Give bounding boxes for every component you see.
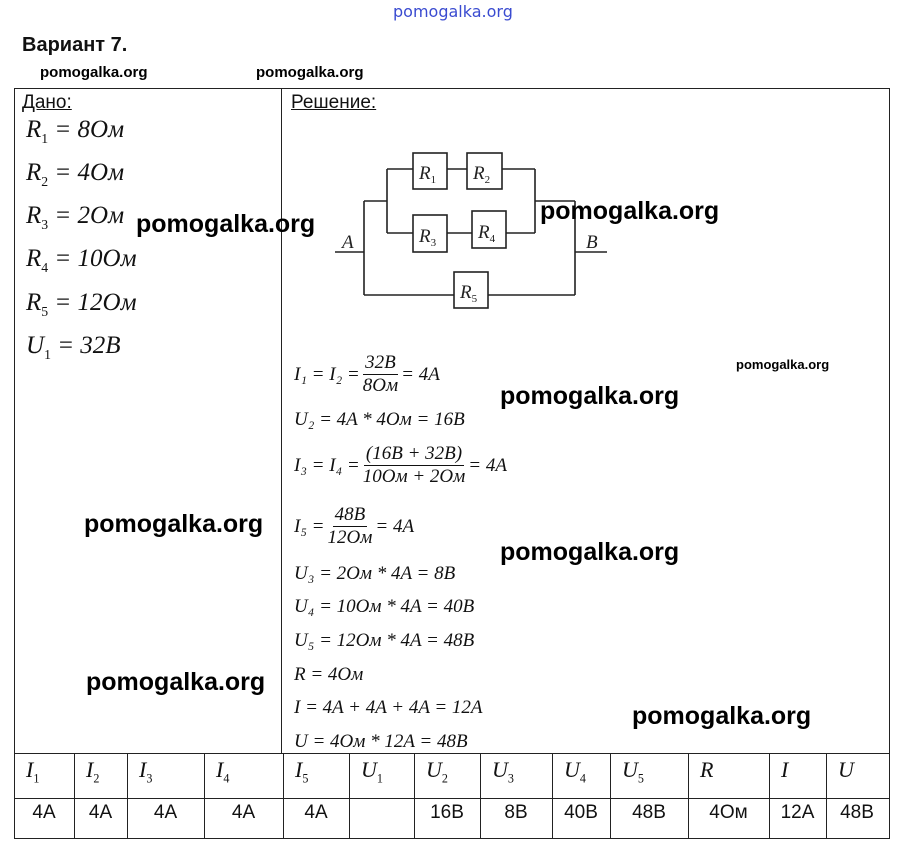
table-value-cell: 8B (504, 802, 528, 823)
table-top-line (14, 753, 890, 754)
given-r1: R1 = 8Ом (26, 116, 125, 146)
given-u1: U1 = 32В (26, 332, 121, 362)
node-b-label: B (586, 232, 598, 253)
table-column-divider (349, 753, 350, 838)
table-header-cell: I5 (295, 757, 309, 786)
table-column-divider (74, 753, 75, 838)
formula-u2: U₂ = 4A * 4Ом = 16B (294, 409, 465, 430)
table-header-cell: U (838, 757, 854, 782)
column-divider (281, 88, 282, 753)
given-r4: R4 = 10Ом (26, 245, 137, 275)
given-label: Дано: (22, 92, 72, 113)
variant-title: Вариант 7. (22, 34, 128, 56)
table-value-cell: 4A (153, 802, 178, 823)
watermark: pomogalka.org (256, 64, 364, 81)
watermark: pomogalka.org (136, 210, 316, 238)
formula-u3: U₃ = 2Ом * 4A = 8B (294, 563, 456, 584)
table-value-cell: 48B (632, 802, 666, 823)
table-value-cell: 4A (304, 802, 328, 823)
table-header-cell: I1 (26, 757, 40, 786)
watermark: pomogalka.org (632, 702, 812, 730)
r5-label: R5 (459, 282, 478, 305)
table-value-cell: 4A (88, 802, 113, 823)
table-header-cell: I4 (216, 757, 230, 786)
table-value-cell: 4A (32, 802, 56, 823)
table-column-divider (414, 753, 415, 838)
r1-label: R1 (418, 163, 436, 186)
r3-label: R3 (418, 226, 437, 249)
table-column-divider (204, 753, 205, 838)
table-header-cell: U5 (622, 757, 644, 786)
watermark: pomogalka.org (86, 668, 266, 696)
watermark: pomogalka.org (736, 357, 830, 372)
table-column-divider (826, 753, 827, 838)
table-column-divider (688, 753, 689, 838)
task-frame (14, 88, 890, 839)
resistor-r4 (471, 210, 507, 249)
formula-u5: U₅ = 12Ом * 4A = 48B (294, 630, 475, 651)
resistor-r2 (466, 152, 503, 190)
formula-i: I = 4A + 4A + 4A = 12A (294, 697, 483, 718)
table-column-divider (610, 753, 611, 838)
formula-r: R = 4Ом (294, 664, 364, 685)
watermark: pomogalka.org (500, 538, 680, 566)
table-header-cell: R (700, 757, 714, 782)
table-header-cell: U3 (492, 757, 514, 786)
given-r3: R3 = 2Ом (26, 202, 125, 232)
table-header-cell: U2 (426, 757, 448, 786)
table-value-cell: 40B (564, 802, 598, 823)
table-column-divider (552, 753, 553, 838)
watermark: pomogalka.org (500, 382, 680, 410)
given-r2: R2 = 4Ом (26, 159, 125, 189)
table-value-cell: 4A (231, 802, 256, 823)
table-column-divider (769, 753, 770, 838)
table-header-cell: I3 (139, 757, 153, 786)
resistor-r1 (412, 152, 448, 190)
table-header-cell: I2 (86, 757, 100, 786)
table-column-divider (127, 753, 128, 838)
watermark: pomogalka.org (40, 64, 148, 81)
watermark: pomogalka.org (540, 197, 720, 225)
given-r5: R5 = 12Ом (26, 289, 137, 319)
table-header-cell: U4 (564, 757, 586, 786)
r4-label: R4 (477, 222, 496, 245)
table-value-cell: 48B (840, 802, 874, 823)
solution-label: Решение: (291, 92, 377, 113)
node-a-label: A (340, 232, 354, 253)
table-mid-line (14, 798, 890, 799)
top-watermark: pomogalka.org (393, 2, 513, 21)
resistor-r3 (412, 214, 448, 253)
table-value-cell: 16B (430, 802, 464, 823)
r2-label: R2 (472, 163, 490, 186)
table-value-cell: 4Ом (709, 802, 748, 823)
table-header-cell: I (781, 757, 789, 782)
formula-u4: U₄ = 10Ом * 4A = 40B (294, 596, 475, 617)
watermark: pomogalka.org (84, 510, 264, 538)
formula-u: U = 4Ом * 12A = 48B (294, 731, 468, 752)
table-header-cell: U1 (361, 757, 383, 786)
table-value-cell: 12A (780, 802, 815, 823)
table-column-divider (283, 753, 284, 838)
table-column-divider (480, 753, 481, 838)
resistor-r5 (453, 271, 489, 309)
formula-i3-i4: I₃ = I₄ =(16B + 32B)10Ом + 2Ом= 4A (294, 443, 507, 487)
